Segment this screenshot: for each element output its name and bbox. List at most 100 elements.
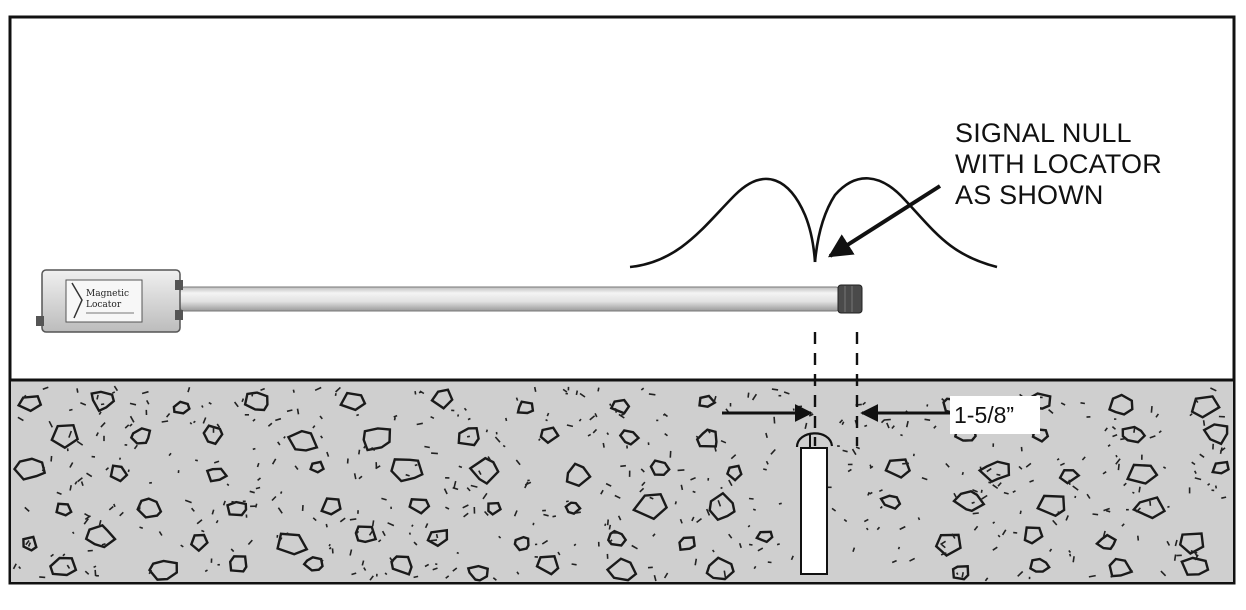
concrete-speck [189,421,193,425]
concrete-speck [921,476,928,481]
concrete-speck [108,505,114,511]
concrete-speck [1052,519,1058,526]
concrete-speck [1132,491,1135,494]
concrete-speck [260,387,265,391]
concrete-speckles [12,385,1227,582]
concrete-speck [435,533,439,539]
concrete-speck [748,497,754,500]
concrete-speck [847,468,852,473]
aggregate-stone [457,426,480,447]
concrete-speck [1017,570,1024,577]
concrete-speck [416,422,423,426]
concrete-speck [411,524,414,528]
concrete-speck [443,488,448,495]
concrete-speck [494,436,501,443]
concrete-speck [1081,456,1086,461]
concrete-speck [679,518,683,524]
concrete-speck [339,517,346,523]
aggregate-stone [755,530,774,544]
aggregate-stone [705,556,735,581]
concrete-speck [463,407,467,411]
aggregate-stone [49,556,78,577]
concrete-speck [714,446,717,452]
concrete-speck [1074,495,1077,499]
concrete-speck [691,516,695,522]
concrete-speck [1107,444,1111,447]
concrete-speck [358,449,361,455]
concrete-speck [972,512,979,515]
concrete-speck [1120,437,1127,441]
concrete-speck [68,430,73,438]
concrete-speck [618,413,625,419]
concrete-speck [961,471,964,476]
concrete-speck [484,510,489,516]
concrete-speck [1080,402,1086,405]
concrete-speck [878,489,883,493]
signal-null-callout: SIGNAL NULL WITH LOCATOR AS SHOWN [955,118,1162,211]
concrete-speck [565,500,569,503]
concrete-speck [1129,569,1133,573]
aggregate-stone [228,555,248,573]
concrete-speck [515,459,521,466]
aggregate-stone [55,502,73,517]
concrete-speck [865,527,869,531]
concrete-speck [124,424,130,429]
concrete-speck [538,438,541,441]
concrete-speck [933,425,937,429]
concrete-speck [664,432,668,437]
concrete-speck [639,487,645,493]
concrete-speck [652,533,656,537]
concrete-speck [286,409,293,413]
concrete-speck [50,553,54,558]
concrete-speck [119,511,124,517]
concrete-speck [1029,479,1034,483]
concrete-speck [424,563,430,568]
concrete-speck [414,390,417,395]
concrete-speck [717,500,722,507]
concrete-speck [557,551,561,556]
concrete-speck [1059,462,1065,467]
concrete-speck [62,553,66,557]
concrete-speck [763,468,767,471]
concrete-speck [358,475,363,480]
concrete-speck [431,452,438,455]
concrete-speck [1060,402,1066,406]
concrete-speck [941,543,946,549]
aggregate-stone [1023,526,1044,545]
concrete-speck [375,465,381,470]
concrete-speck [1001,529,1007,536]
concrete-speck [680,484,684,491]
drilled-hole [795,432,834,575]
concrete-speck [318,558,324,562]
concrete-speck [1112,434,1118,438]
concrete-speck [865,414,871,417]
concrete-speck [148,569,153,575]
concrete-speck [271,458,277,465]
concrete-speck [165,412,171,418]
aggregate-stone [1094,533,1118,551]
concrete-speck [587,433,592,437]
concrete-speck [335,386,341,393]
concrete-speck [180,544,184,548]
aggregate-stone [226,500,248,517]
concrete-speck [466,435,471,438]
concrete-speck [640,468,645,473]
concrete-speck [463,512,469,518]
concrete-speck [951,533,956,539]
concrete-speck [1133,427,1136,433]
concrete-speck [852,547,856,553]
concrete-speck [129,415,135,423]
concrete-speck [1102,530,1106,538]
concrete-speck [753,565,757,570]
aggregate-stone [12,457,47,481]
concrete-speck [80,402,87,406]
concrete-speck [1102,471,1107,475]
concrete-speck [956,572,959,576]
concrete-speck [941,398,945,402]
concrete-speck [1068,479,1071,485]
concrete-speck [328,543,331,547]
concrete-speck [424,523,429,529]
concrete-speck [195,459,198,462]
concrete-speck [1138,486,1141,493]
concrete-speck [677,469,685,472]
